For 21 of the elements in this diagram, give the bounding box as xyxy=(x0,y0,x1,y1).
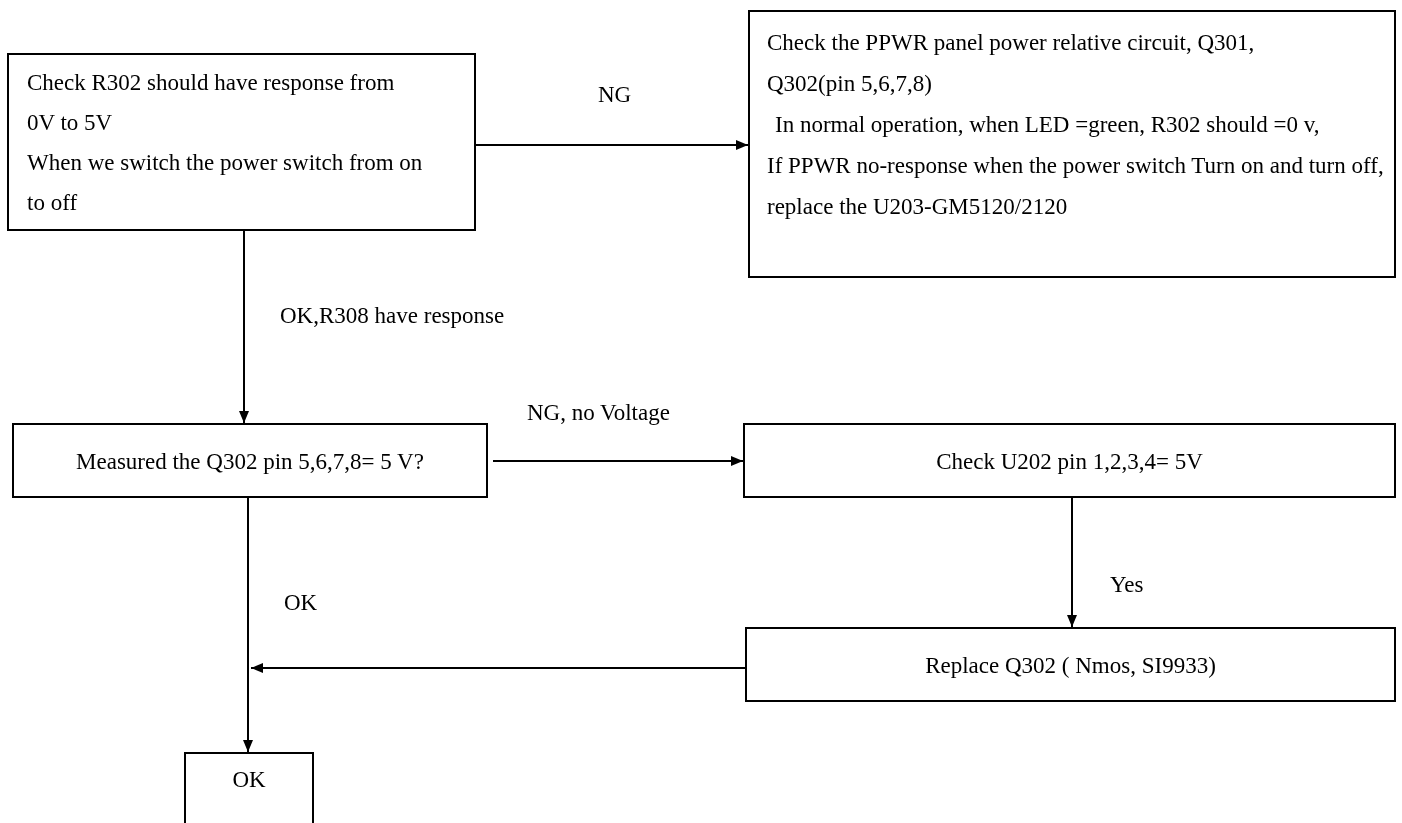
arrow xyxy=(250,663,746,673)
arrow xyxy=(243,497,253,753)
process-box xyxy=(7,53,476,231)
box-text: Replace Q302 ( Nmos, SI9933) xyxy=(924,652,1217,680)
process-box xyxy=(184,752,314,823)
process-box xyxy=(12,423,488,498)
box-text: Check R302 should have response from 0V to 5V xyxy=(27,69,396,137)
arrow xyxy=(492,456,744,466)
process-box xyxy=(743,423,1396,498)
arrow xyxy=(1067,497,1077,628)
box-text: In normal operation, when LED =green, R302 should =0 v, xyxy=(774,111,1321,139)
process-box xyxy=(745,627,1396,702)
box-text: When we switch the power switch from on to off xyxy=(27,149,424,217)
process-box xyxy=(748,10,1396,278)
box-text: If PPWR no-response when the power switch Turn on and turn off, replace the U203-GM5120/2120 xyxy=(767,152,1385,221)
box-text: Check the PPWR panel power relative circuit, Q301, Q302(pin 5,6,7,8) xyxy=(767,29,1256,98)
arrow xyxy=(239,230,249,424)
box-text: Check U202 pin 1,2,3,4= 5V xyxy=(935,448,1204,476)
box-text: Measured the Q302 pin 5,6,7,8= 5 V? xyxy=(75,448,425,476)
arrow xyxy=(475,140,749,150)
box-text: OK xyxy=(231,768,267,792)
